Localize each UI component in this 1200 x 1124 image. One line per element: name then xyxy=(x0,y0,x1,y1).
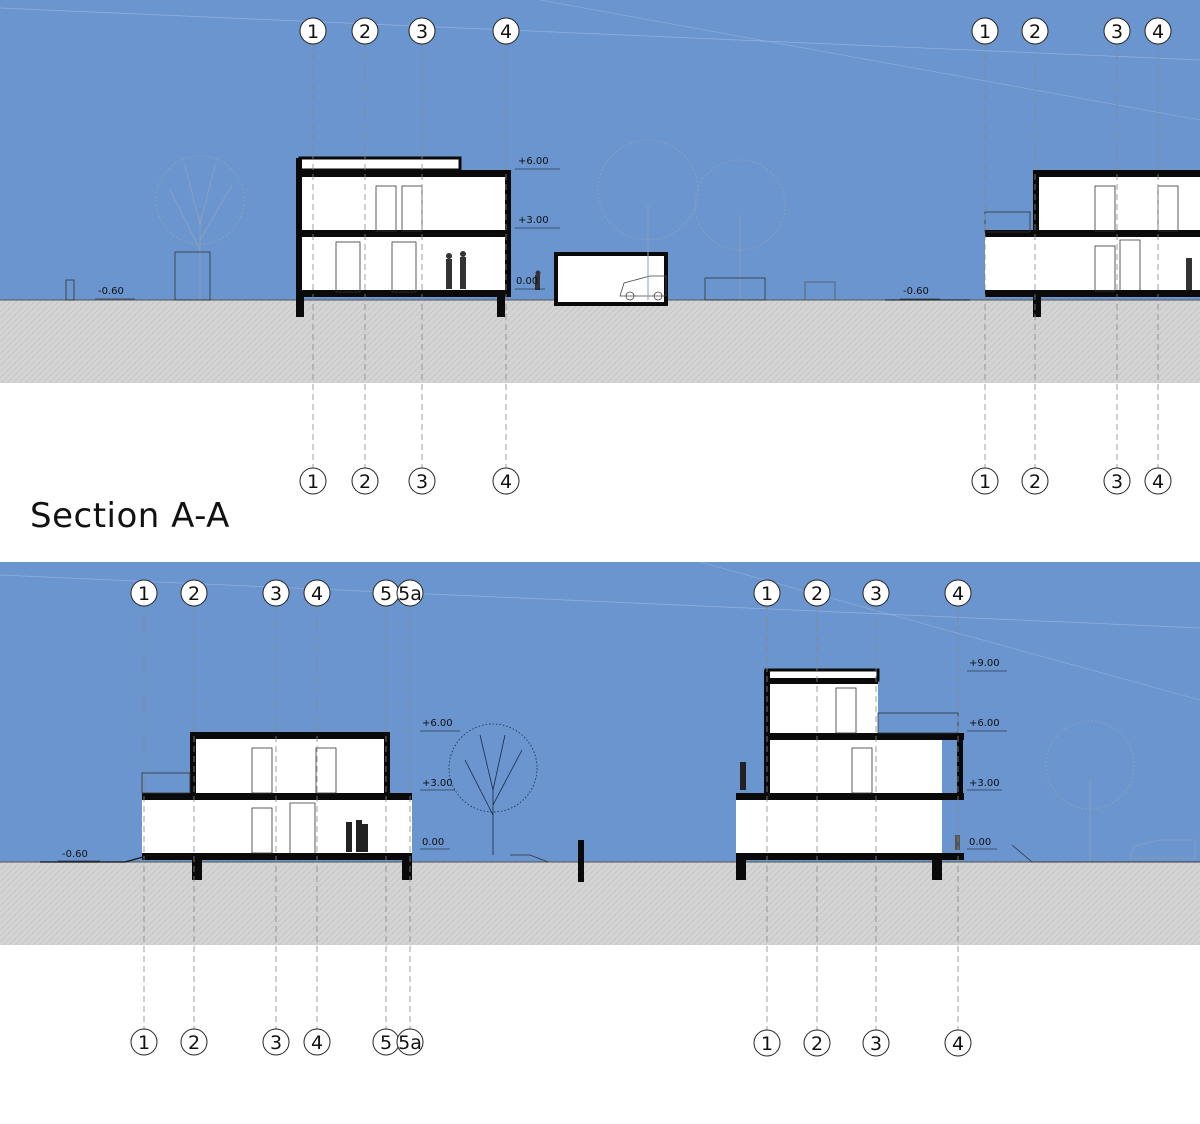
grid-label: 1 xyxy=(761,583,773,605)
grid-label: 4 xyxy=(311,1032,323,1054)
grid-label: 2 xyxy=(188,1032,200,1054)
level-label: +6.00 xyxy=(969,718,1000,729)
garage-section xyxy=(554,252,668,306)
grid-bubble xyxy=(1103,17,1131,45)
tree-icon xyxy=(155,155,245,300)
grid-bubble xyxy=(944,579,972,607)
grid-label: 3 xyxy=(870,583,882,605)
grid-label: 3 xyxy=(270,583,282,605)
grid-label: 2 xyxy=(1029,471,1041,493)
grid-label: 1 xyxy=(138,1032,150,1054)
grid-label: 1 xyxy=(138,583,150,605)
grid-label: 2 xyxy=(188,583,200,605)
grid-label: 3 xyxy=(416,471,428,493)
grid-bubble xyxy=(1021,467,1049,495)
grid-label: 4 xyxy=(500,21,512,43)
grid-bubble xyxy=(1144,467,1172,495)
grid-label: 4 xyxy=(1152,471,1164,493)
grid-bubble xyxy=(862,579,890,607)
level-label: +6.00 xyxy=(518,156,549,167)
grid-bubble xyxy=(262,579,290,607)
level-label: -0.60 xyxy=(98,286,124,297)
grid-bubble xyxy=(303,579,331,607)
level-label: +3.00 xyxy=(518,215,549,226)
grid-bubble xyxy=(351,17,379,45)
level-label: +3.00 xyxy=(969,778,1000,789)
level-label: +6.00 xyxy=(422,718,453,729)
grid-label: 5a xyxy=(398,1032,422,1054)
ground-top xyxy=(0,300,1200,383)
grid-bubble xyxy=(262,1028,290,1056)
grid-bubble xyxy=(408,17,436,45)
grid-bubble xyxy=(944,1029,972,1057)
grid-label: 1 xyxy=(307,21,319,43)
grid-bubble xyxy=(492,467,520,495)
grid-bubble xyxy=(180,579,208,607)
grid-label: 3 xyxy=(870,1033,882,1055)
house-section-1 xyxy=(296,156,511,317)
grid-bubble xyxy=(396,1028,424,1056)
grid-bubble xyxy=(492,17,520,45)
grid-label: 3 xyxy=(416,21,428,43)
grid-bubble xyxy=(408,467,436,495)
level-label: -0.60 xyxy=(903,286,929,297)
level-label: +3.00 xyxy=(422,778,453,789)
grid-label: 4 xyxy=(952,1033,964,1055)
grid-bubble xyxy=(351,467,379,495)
level-label: +9.00 xyxy=(969,658,1000,669)
house-section-4 xyxy=(736,668,964,880)
grid-label: 1 xyxy=(307,471,319,493)
grid-label: 3 xyxy=(1111,471,1123,493)
grid-label: 2 xyxy=(811,583,823,605)
tree-icon xyxy=(448,723,538,855)
grid-label: 4 xyxy=(311,583,323,605)
grid-label: 3 xyxy=(270,1032,282,1054)
grid-bubble xyxy=(180,1028,208,1056)
grid-bubble xyxy=(753,1029,781,1057)
grid-axes: 1 1 2 2 3 3 4 4 1 1 2 2 3 3 4 4 1 1 2 2 3 3 4 4 5 5 5a 5a 1 1 2 2 3 3 4 4 xyxy=(130,17,1172,1057)
grid-bubble xyxy=(803,579,831,607)
level-label: 0.00 xyxy=(422,837,444,848)
grid-bubble xyxy=(299,467,327,495)
grid-label: 1 xyxy=(979,21,991,43)
grid-label: 2 xyxy=(811,1033,823,1055)
grid-bubble xyxy=(753,579,781,607)
grid-bubble xyxy=(130,1028,158,1056)
grid-label: 1 xyxy=(761,1033,773,1055)
grid-bubble xyxy=(1144,17,1172,45)
ground-bottom xyxy=(0,862,1200,945)
grid-label: 3 xyxy=(1111,21,1123,43)
section-title: Section A-A xyxy=(30,496,230,536)
grid-bubble xyxy=(1103,467,1131,495)
grid-bubble xyxy=(803,1029,831,1057)
grid-label: 4 xyxy=(1152,21,1164,43)
grid-bubble xyxy=(971,17,999,45)
tree-icon xyxy=(1045,720,1135,860)
grid-bubble xyxy=(862,1029,890,1057)
grid-label: 1 xyxy=(979,471,991,493)
house-section-2 xyxy=(984,170,1200,317)
grid-label: 4 xyxy=(500,471,512,493)
grid-label: 5 xyxy=(380,583,392,605)
grid-label: 2 xyxy=(359,471,371,493)
grid-bubble xyxy=(303,1028,331,1056)
grid-label: 5 xyxy=(380,1032,392,1054)
level-mark xyxy=(58,670,1007,862)
grid-label: 5a xyxy=(398,583,422,605)
level-label: -0.60 xyxy=(62,849,88,860)
tree-icon xyxy=(597,139,786,300)
grid-label: 2 xyxy=(1029,21,1041,43)
grid-label: 4 xyxy=(952,583,964,605)
level-mark xyxy=(95,168,940,300)
grid-bubble xyxy=(1021,17,1049,45)
level-label: 0.00 xyxy=(969,837,991,848)
house-section-3 xyxy=(141,732,412,880)
grid-label: 2 xyxy=(359,21,371,43)
grid-bubble xyxy=(971,467,999,495)
grid-bubble xyxy=(299,17,327,45)
grid-bubble xyxy=(396,579,424,607)
grid-bubble xyxy=(130,579,158,607)
level-label: 0.00 xyxy=(516,276,538,287)
